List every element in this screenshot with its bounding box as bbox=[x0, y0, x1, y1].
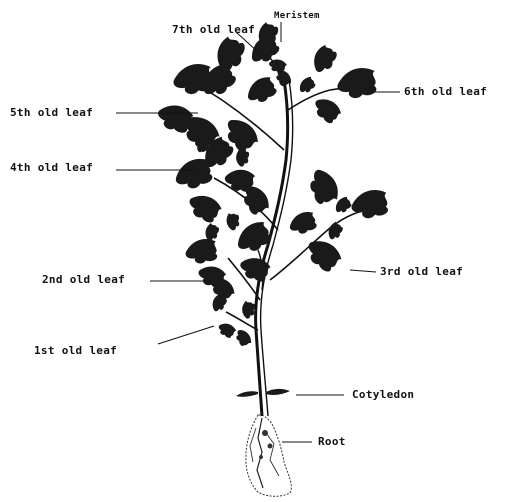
third-leaf-label: 3rd old leaf bbox=[380, 266, 463, 278]
root-system bbox=[246, 415, 291, 496]
sixth-leaf-label: 6th old leaf bbox=[404, 86, 487, 98]
fourth-leaf bbox=[171, 134, 278, 230]
meristem-label: Meristem bbox=[274, 10, 320, 22]
cotyledons bbox=[236, 389, 290, 397]
root-label: Root bbox=[318, 436, 346, 448]
first-leaf-label: 1st old leaf bbox=[34, 345, 117, 357]
seventh-leaf-label: 7th old leaf bbox=[172, 24, 255, 36]
first-leaf bbox=[209, 293, 258, 349]
second-leaf bbox=[184, 213, 275, 303]
sixth-leaf bbox=[288, 43, 379, 126]
fifth-leaf-label: 5th old leaf bbox=[10, 107, 93, 119]
fourth-leaf-label: 4th old leaf bbox=[10, 162, 93, 174]
second-leaf-label: 2nd old leaf bbox=[42, 274, 125, 286]
cotyledon-label: Cotyledon bbox=[352, 389, 414, 401]
